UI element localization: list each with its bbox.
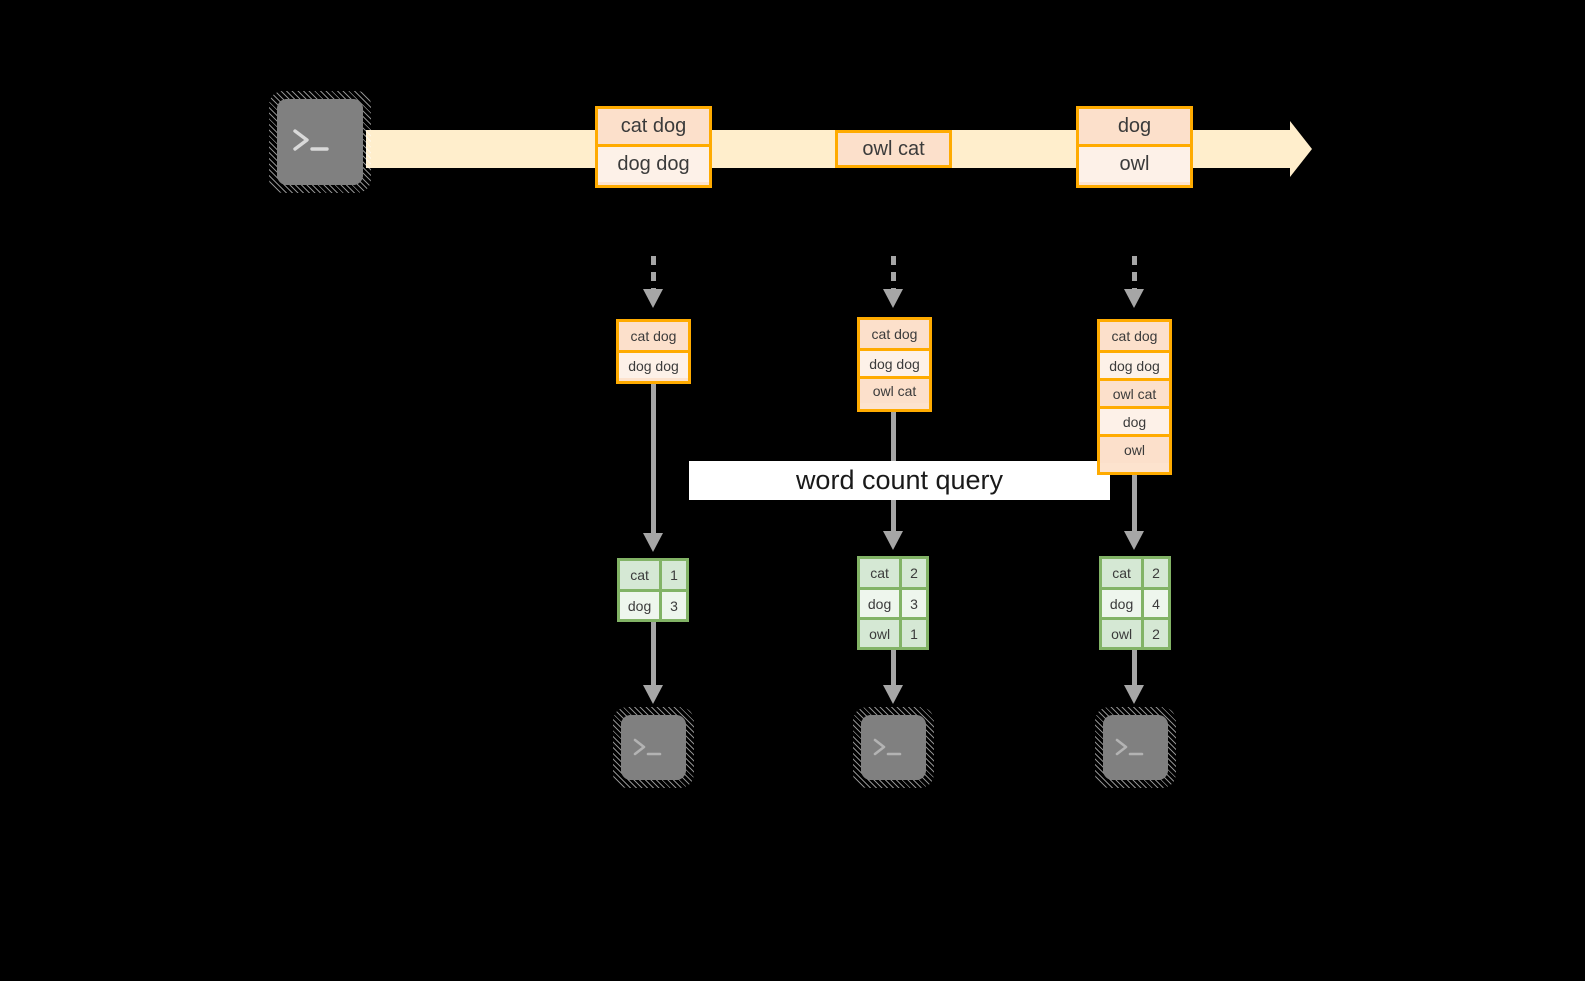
snapshot-1-input-table[interactable]: cat dog dog dog [616,319,691,384]
query-label: word count query [689,461,1110,500]
snapshot-3-query-connector [1132,475,1137,535]
snapshot-1-query-arrowhead [643,533,663,552]
snapshot-3-input-table[interactable]: cat dog dog dog owl cat dog owl [1097,319,1172,475]
source-terminal-icon[interactable] [269,91,371,193]
snapshot-2-input-row: owl cat [860,376,929,403]
snapshot-1-input-connector [651,256,656,292]
snapshot-3-input-row: owl cat [1100,378,1169,406]
result-count-cell: 2 [1144,559,1168,587]
snapshot-2-result-table[interactable]: cat 2 dog 3 owl 1 [857,556,929,650]
result-word-cell: dog [860,590,903,617]
snapshot-1-result-table[interactable]: cat 1 dog 3 [617,558,689,622]
snapshot-3-input-arrowhead [1124,289,1144,308]
snapshot-2-input-table[interactable]: cat dog dog dog owl cat [857,317,932,412]
stream-event-2-row: owl cat [838,133,949,165]
snapshot-3-query-arrowhead [1124,531,1144,550]
snapshot-1-input-row: dog dog [619,350,688,378]
snapshot-1-sink-terminal-icon[interactable] [613,707,694,788]
snapshot-2-sink-terminal-icon[interactable] [853,707,934,788]
snapshot-2-query-arrowhead [883,531,903,550]
snapshot-2-sink-connector [891,650,896,688]
snapshot-2-result-row: owl 1 [860,617,926,647]
snapshot-3-input-connector [1132,256,1137,292]
result-count-cell: 4 [1144,590,1168,617]
result-word-cell: cat [1102,559,1145,587]
result-count-cell: 1 [902,620,926,647]
snapshot-3-input-row: dog dog [1100,350,1169,378]
terminal-body [861,715,926,780]
result-word-cell: owl [860,620,903,647]
snapshot-1-input-arrowhead [643,289,663,308]
result-count-cell: 3 [662,592,686,619]
stream-arrowhead [1290,121,1312,177]
result-count-cell: 3 [902,590,926,617]
terminal-prompt-icon [621,715,686,780]
stream-event-3-row: owl [1079,144,1190,182]
snapshot-3-result-row: dog 4 [1102,587,1168,617]
snapshot-3-result-table[interactable]: cat 2 dog 4 owl 2 [1099,556,1171,650]
snapshot-1-sink-connector [651,622,656,688]
snapshot-2-result-row: dog 3 [860,587,926,617]
snapshot-2-input-connector [891,256,896,292]
snapshot-3-result-row: cat 2 [1102,559,1168,587]
stream-event-1-row: cat dog [598,109,709,144]
snapshot-2-input-row: cat dog [860,320,929,348]
result-count-cell: 2 [1144,620,1168,647]
snapshot-1-query-connector [651,384,656,536]
snapshot-3-sink-arrowhead [1124,685,1144,704]
snapshot-2-input-arrowhead [883,289,903,308]
stream-event-3-row: dog [1079,109,1190,144]
snapshot-3-sink-connector [1132,650,1137,688]
snapshot-3-input-row: owl [1100,434,1169,463]
result-word-cell: dog [1102,590,1145,617]
snapshot-3-result-row: owl 2 [1102,617,1168,647]
snapshot-3-input-row: cat dog [1100,322,1169,350]
stream-event-1[interactable]: cat dog dog dog [595,106,712,188]
result-word-cell: owl [1102,620,1145,647]
terminal-prompt-icon [1103,715,1168,780]
snapshot-1-result-row: cat 1 [620,561,686,589]
terminal-prompt-icon [861,715,926,780]
stream-event-2[interactable]: owl cat [835,130,952,168]
snapshot-3-sink-terminal-icon[interactable] [1095,707,1176,788]
result-word-cell: dog [620,592,663,619]
snapshot-1-input-row: cat dog [619,322,688,350]
terminal-body [621,715,686,780]
snapshot-1-result-row: dog 3 [620,589,686,619]
snapshot-1-sink-arrowhead [643,685,663,704]
snapshot-2-sink-arrowhead [883,685,903,704]
terminal-body [277,99,363,185]
stream-event-3[interactable]: dog owl [1076,106,1193,188]
snapshot-2-result-row: cat 2 [860,559,926,587]
terminal-body [1103,715,1168,780]
snapshot-2-input-row: dog dog [860,348,929,376]
terminal-prompt-icon [277,99,363,185]
result-count-cell: 1 [662,561,686,589]
result-count-cell: 2 [902,559,926,587]
stream-event-1-row: dog dog [598,144,709,182]
result-word-cell: cat [860,559,903,587]
result-word-cell: cat [620,561,663,589]
snapshot-3-input-row: dog [1100,406,1169,434]
